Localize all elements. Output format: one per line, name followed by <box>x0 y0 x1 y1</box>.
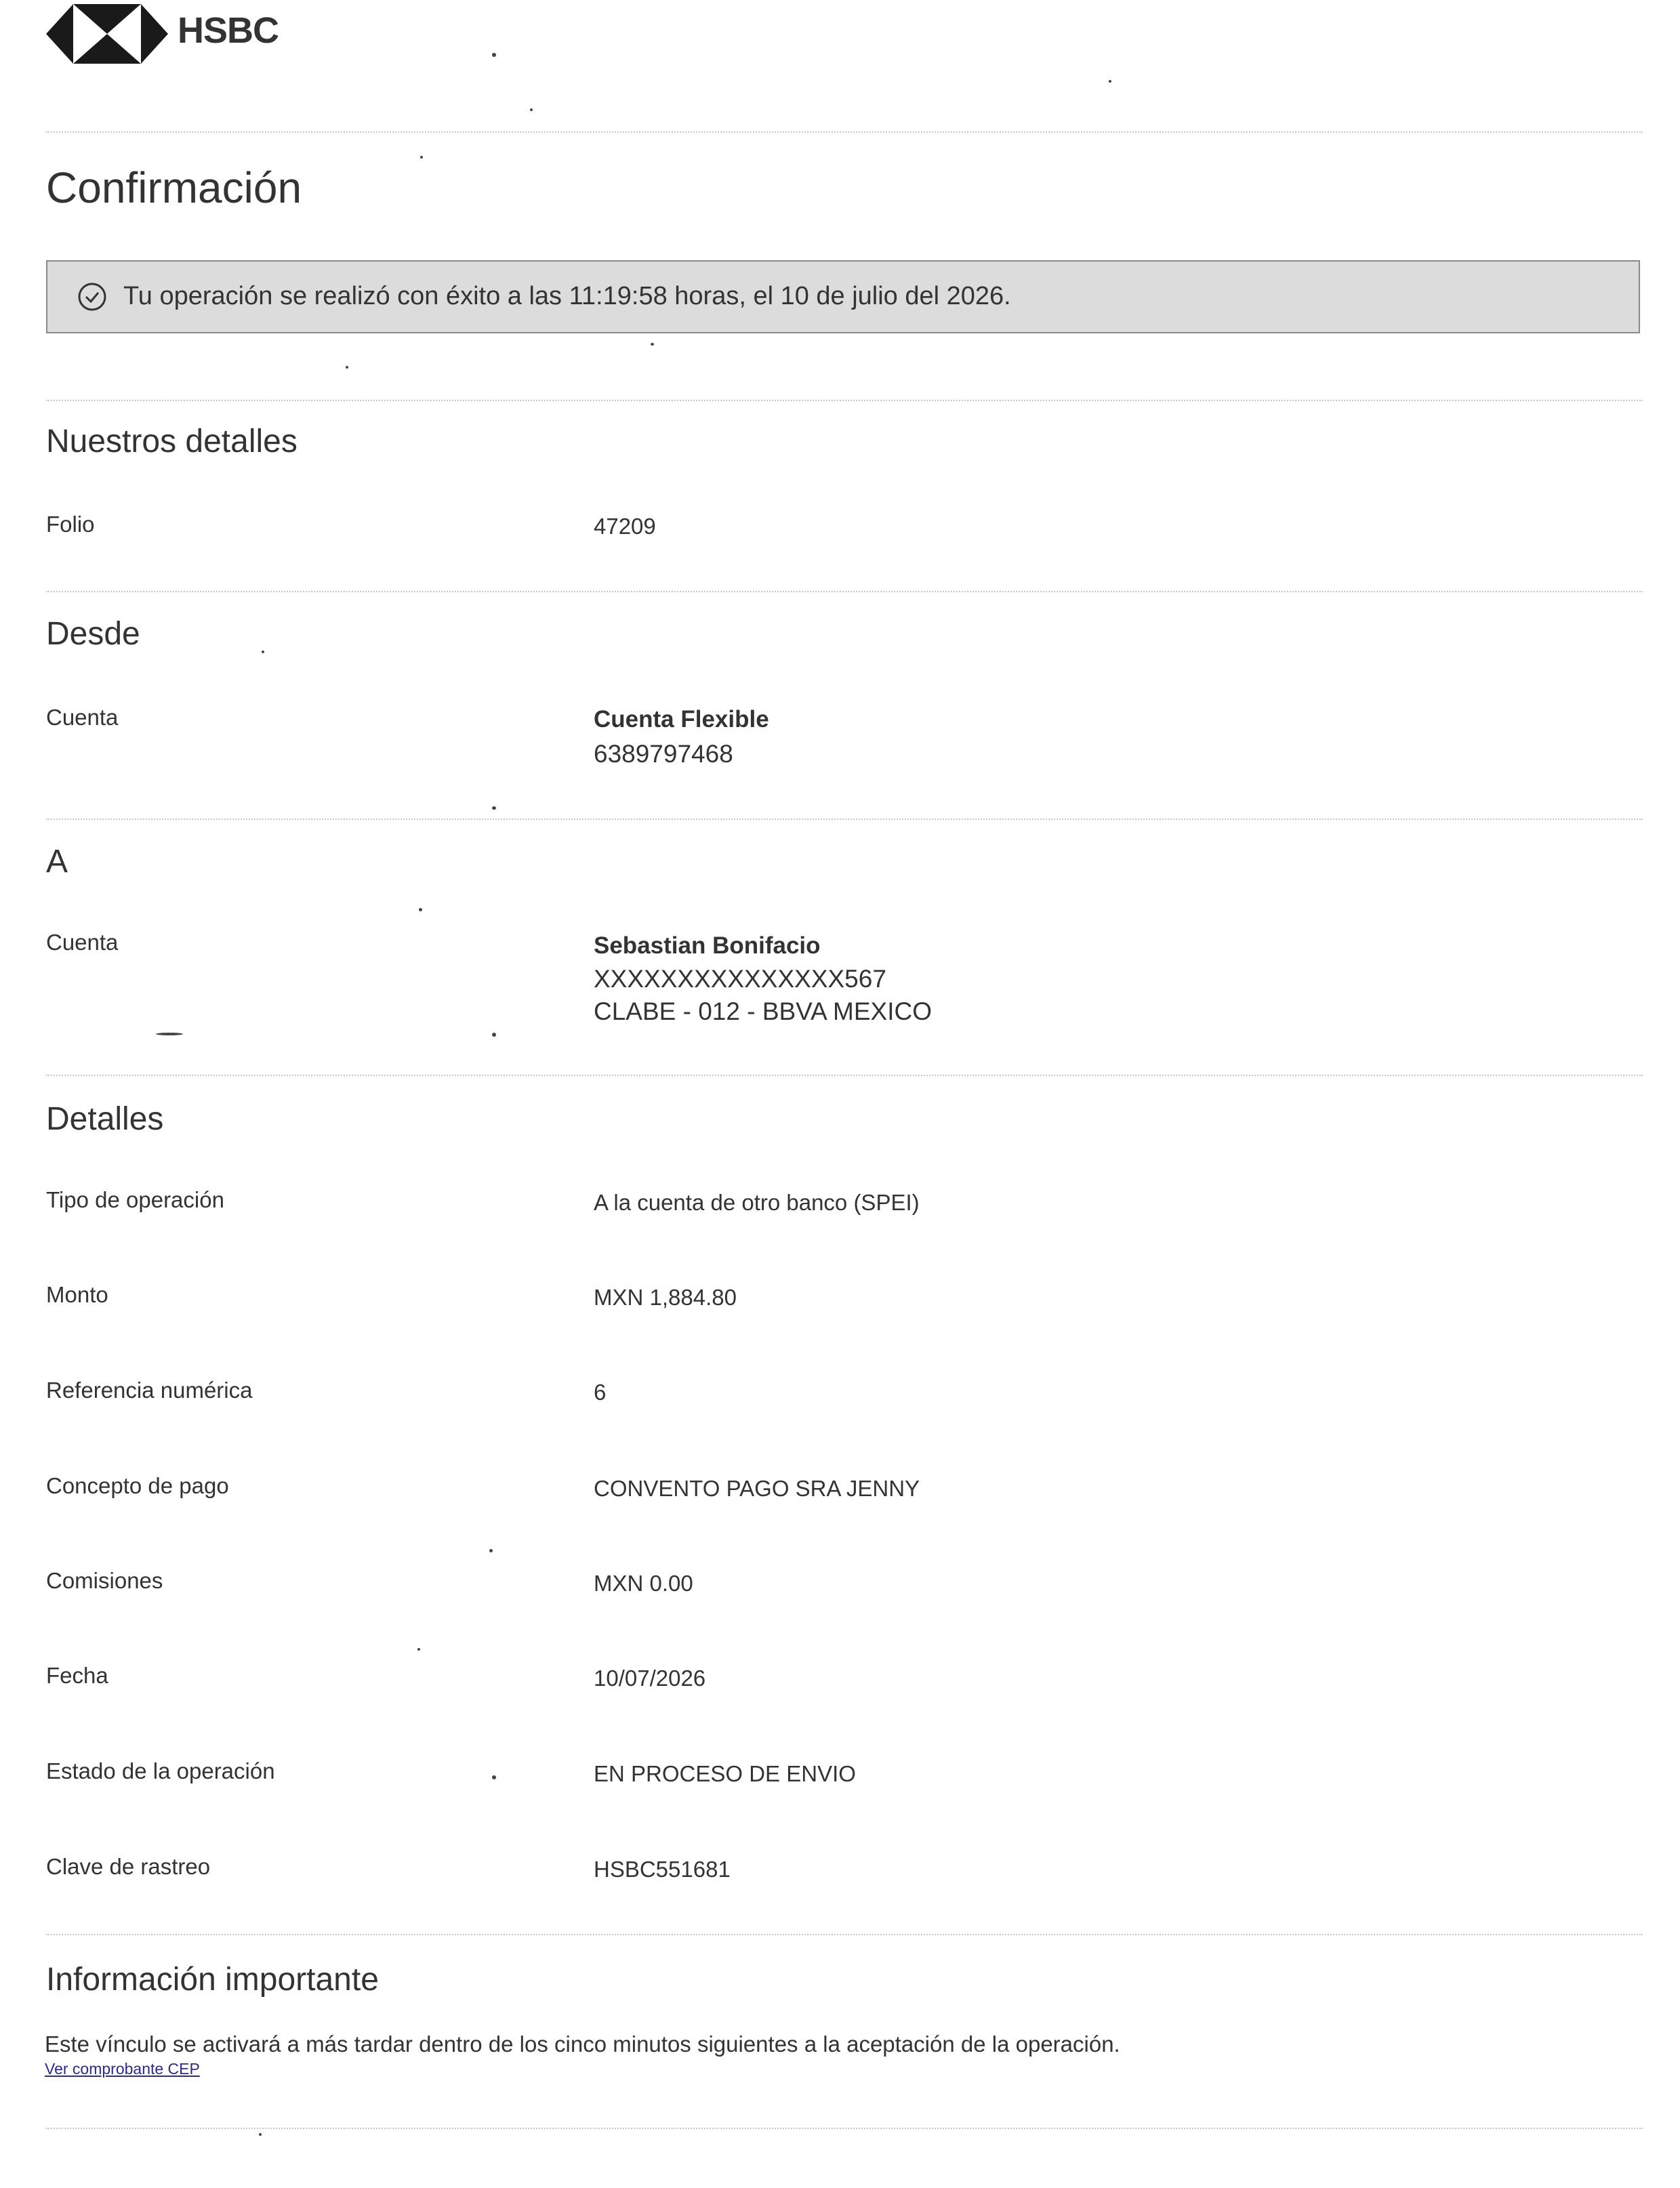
to-account-type: CLABE - 012 - BBVA MEXICO <box>594 997 932 1025</box>
divider <box>46 591 1643 592</box>
detail-value: MXN 0.00 <box>594 1571 693 1596</box>
section-heading-to: A <box>46 844 68 880</box>
page-title: Confirmación <box>46 163 302 212</box>
to-account-masked: XXXXXXXXXXXXXXX567 <box>594 965 886 993</box>
status-message: Tu operación se realizó con éxito a las … <box>123 282 1011 310</box>
divider <box>46 1934 1643 1935</box>
detail-label: Estado de la operación <box>46 1758 275 1783</box>
detail-value: EN PROCESO DE ENVIO <box>594 1761 856 1786</box>
from-account-number: 6389797468 <box>594 740 733 768</box>
check-circle-icon <box>78 283 106 311</box>
detail-label: Comisiones <box>46 1568 163 1593</box>
folio-label: Folio <box>46 512 95 537</box>
detail-label: Concepto de pago <box>46 1473 229 1498</box>
divider <box>46 2128 1643 2129</box>
from-account-name: Cuenta Flexible <box>594 706 769 732</box>
to-account-label: Cuenta <box>46 930 119 955</box>
hsbc-hexagon-icon <box>46 4 168 64</box>
divider <box>46 131 1643 133</box>
section-heading-details: Detalles <box>46 1101 164 1137</box>
section-heading-important: Información importante <box>46 1962 379 1998</box>
folio-value: 47209 <box>594 514 656 539</box>
divider <box>46 400 1643 401</box>
detail-label: Tipo de operación <box>46 1187 224 1212</box>
detail-value: CONVENTO PAGO SRA JENNY <box>594 1476 920 1501</box>
detail-value: 10/07/2026 <box>594 1666 706 1691</box>
view-cep-receipt-link[interactable]: Ver comprobante CEP <box>45 2060 200 2078</box>
detail-label: Clave de rastreo <box>46 1854 211 1879</box>
status-banner: Tu operación se realizó con éxito a las … <box>46 260 1640 333</box>
detail-value: MXN 1,884.80 <box>594 1285 737 1310</box>
hsbc-logo: HSBC <box>46 0 317 68</box>
divider <box>46 819 1643 820</box>
logo-text: HSBC <box>178 10 279 51</box>
section-heading-our-details: Nuestros detalles <box>46 424 298 459</box>
divider <box>46 1075 1643 1076</box>
section-heading-from: Desde <box>46 616 140 652</box>
detail-label: Monto <box>46 1282 108 1307</box>
detail-value: HSBC551681 <box>594 1857 731 1882</box>
detail-value: A la cuenta de otro banco (SPEI) <box>594 1190 920 1215</box>
from-account-label: Cuenta <box>46 705 119 730</box>
important-text: Este vínculo se activará a más tardar de… <box>45 2031 1120 2057</box>
detail-label: Fecha <box>46 1663 108 1688</box>
detail-label: Referencia numérica <box>46 1378 253 1403</box>
detail-value: 6 <box>594 1380 607 1405</box>
beneficiary-name: Sebastian Bonifacio <box>594 932 821 959</box>
